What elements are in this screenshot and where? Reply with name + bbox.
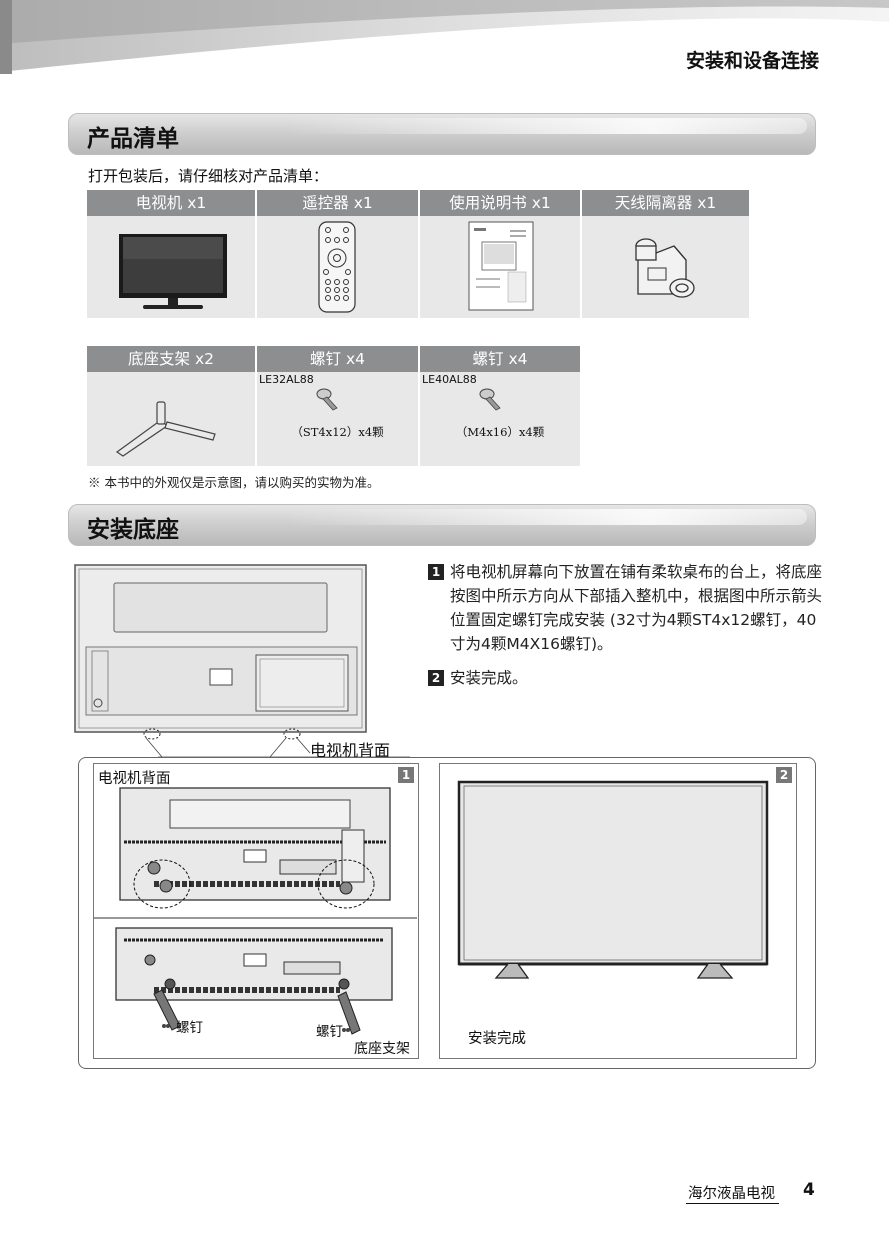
model-number: LE40AL88: [422, 373, 477, 386]
item-cell-stand: 底座支架 x2: [87, 346, 255, 466]
item-cell-antenna-isolator: 天线隔离器 x1: [582, 190, 749, 318]
item-label: 电视机 x1: [87, 190, 255, 216]
panel-title: 电视机背面: [98, 771, 171, 787]
step-text: 将电视机屏幕向下放置在铺有柔软桌布的台上，将底座按图中所示方向从下部插入整机中，…: [450, 563, 823, 653]
step-1: 1 将电视机屏幕向下放置在铺有柔软桌布的台上，将底座按图中所示方向从下部插入整机…: [428, 560, 823, 656]
screw-spec: （ST4x12）x4颗: [291, 425, 384, 439]
step-number-badge: 2: [428, 670, 444, 686]
remote-control-image: [318, 221, 356, 313]
item-label: 螺钉 x4: [257, 346, 418, 372]
item-label: 天线隔离器 x1: [582, 190, 749, 216]
header-band: [0, 0, 889, 80]
item-label: 螺钉 x4: [420, 346, 580, 372]
step-text: 安装完成。: [450, 669, 528, 687]
stand-image: [115, 401, 216, 457]
tv-back-screws-illustration: [94, 787, 417, 1035]
install-steps: 1 将电视机屏幕向下放置在铺有柔软桌布的台上，将底座按图中所示方向从下部插入整机…: [428, 560, 823, 700]
screw-image: [316, 388, 338, 411]
callout-tv-back-label: 电视机背面: [310, 741, 391, 760]
item-cell-tv: 电视机 x1: [87, 190, 255, 318]
item-cell-screw-32: 螺钉 x4 LE32AL88 （ST4x12）x4颗: [257, 346, 418, 466]
footer-underline: [686, 1203, 779, 1204]
footer-brand: 海尔液晶电视: [688, 1186, 775, 1202]
intro-text: 打开包装后，请仔细核对产品清单：: [88, 167, 329, 185]
antenna-isolator-image: [635, 238, 695, 298]
screw-label-left: 螺钉: [176, 1020, 203, 1036]
section-title-bar-install-stand: 安装底座: [68, 504, 816, 546]
item-label: 使用说明书 x1: [420, 190, 580, 216]
section-title: 安装底座: [87, 517, 179, 543]
stand-label: 底座支架: [354, 1041, 410, 1057]
item-cell-screw-40: 螺钉 x4 LE40AL88 （M4x16）x4颗: [420, 346, 580, 466]
disclaimer-note: ※ 本书中的外观仅是示意图，请以购买的实物为准。: [88, 475, 380, 490]
item-label: 底座支架 x2: [87, 346, 255, 372]
screw-spec: （M4x16）x4颗: [455, 425, 545, 439]
page-number: 4: [803, 1180, 815, 1200]
screw-image: [479, 388, 501, 411]
model-number: LE32AL88: [259, 373, 314, 386]
item-cell-remote: 遥控器 x1: [257, 190, 418, 318]
item-label: 遥控器 x1: [257, 190, 418, 216]
panel-caption: 安装完成: [468, 1031, 526, 1047]
header-swoosh-graphic: [0, 0, 889, 80]
manual-image: [468, 221, 534, 311]
install-diagram-frame: 1 电视机背面: [78, 757, 816, 1069]
panel-number-badge: 2: [776, 767, 792, 783]
chapter-title: 安装和设备连接: [685, 50, 819, 72]
step-number-badge: 1: [428, 564, 444, 580]
title-bar-sheen: [287, 509, 807, 525]
step-2: 2 安装完成。: [428, 666, 823, 690]
tv-image: [119, 234, 227, 309]
section-title-bar-product-list: 产品清单: [68, 113, 816, 155]
diagram-panel-2: 2 安装完成: [439, 763, 797, 1059]
title-bar-sheen: [287, 118, 807, 134]
diagram-panel-1: 1 电视机背面: [93, 763, 419, 1059]
panel-number-badge: 1: [398, 767, 414, 783]
screw-label-right: 螺钉: [316, 1024, 343, 1040]
tv-front-installed-illustration: [457, 780, 769, 979]
tv-back-illustration: [74, 564, 410, 758]
item-cell-manual: 使用说明书 x1: [420, 190, 580, 318]
section-title: 产品清单: [87, 126, 179, 152]
